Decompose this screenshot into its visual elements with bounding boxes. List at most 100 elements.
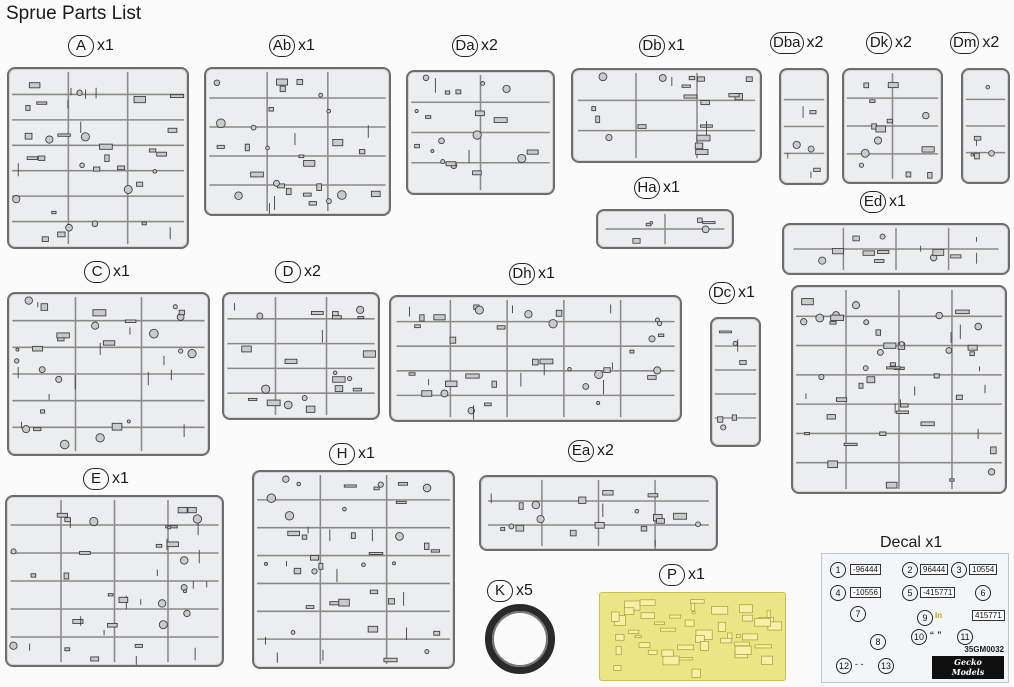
- etch-part: [661, 649, 674, 657]
- sprue-part: [658, 74, 667, 82]
- sprue-part: [149, 328, 159, 339]
- sprue-part: [594, 369, 604, 379]
- sprue-part: [517, 153, 527, 164]
- sprue-part: [126, 419, 131, 424]
- sprue-part: [180, 556, 189, 565]
- sprue-letter: Ed: [860, 191, 886, 213]
- sprue-part: [183, 589, 187, 594]
- etch-part: [742, 633, 758, 641]
- sprue-part: [166, 541, 179, 548]
- etch-part: [615, 645, 622, 656]
- sprue-part: [284, 358, 298, 365]
- sprue-part: [395, 500, 407, 504]
- etch-part: [691, 668, 701, 678]
- sprue-part: [40, 303, 49, 311]
- sprue-part: [167, 525, 172, 530]
- sprue-part: [683, 94, 698, 99]
- sprue-part: [25, 105, 31, 111]
- sprue-part: [167, 127, 178, 133]
- decal-number: 6: [975, 585, 991, 601]
- sprue-letter: Dba: [770, 32, 804, 54]
- sprue-letter: H: [329, 443, 355, 465]
- sprue-part: [273, 179, 280, 187]
- sprue-part: [889, 362, 896, 367]
- etch-part: [684, 619, 695, 627]
- sprue-qty: x1: [97, 37, 114, 54]
- etch-part: [690, 599, 705, 604]
- brand-line-1: Gecko: [954, 657, 982, 667]
- sprue-part: [285, 187, 292, 196]
- sprue-part: [444, 380, 458, 388]
- sprue-letter: D: [275, 261, 301, 283]
- sprue-part: [296, 481, 301, 487]
- rubber-ring-part: [485, 604, 555, 674]
- sprue-part: [178, 309, 186, 316]
- sprue-part: [673, 512, 688, 520]
- sprue-part: [883, 342, 897, 349]
- sprue-part: [826, 414, 836, 420]
- sprue-part: [502, 84, 511, 93]
- sprue-part: [178, 348, 184, 354]
- sprue-part: [815, 313, 825, 323]
- sprue-part: [474, 305, 484, 315]
- sprue-part: [591, 106, 597, 112]
- sprue-part: [905, 171, 912, 178]
- sprue-letter: Ea: [568, 440, 594, 462]
- sprue-part: [596, 400, 601, 405]
- etch-part: [647, 649, 658, 655]
- sprue-part: [172, 304, 178, 310]
- sprue-part: [804, 432, 810, 436]
- sprue-part: [287, 530, 300, 537]
- sprue-part: [318, 562, 324, 570]
- sprue-letter: Dc: [709, 282, 735, 304]
- sprue-part: [107, 593, 114, 597]
- sprue-part: [569, 529, 577, 537]
- sprue-part: [213, 79, 221, 87]
- sprue-part: [973, 135, 982, 141]
- sprue-qty: x1: [663, 179, 680, 196]
- sprue-runners: [209, 71, 386, 214]
- sprue-part: [72, 619, 84, 624]
- etch-part: [741, 614, 754, 622]
- sprue-part: [484, 402, 492, 407]
- decal-yellow-mark: In: [935, 611, 943, 620]
- sprue-part: [493, 117, 508, 123]
- sprue-part: [875, 125, 886, 133]
- sprue-part: [640, 525, 648, 532]
- sprue-qty: x2: [982, 34, 1000, 51]
- sprue-part: [290, 630, 296, 635]
- sprue-qty: x1: [688, 566, 705, 583]
- sprue-part: [813, 167, 821, 172]
- sprue-part: [305, 605, 315, 609]
- sprue-part: [801, 298, 814, 306]
- sprue-part: [326, 198, 332, 205]
- sprue-part: [301, 395, 308, 402]
- sprue-part: [531, 500, 541, 510]
- sprue-part: [244, 143, 250, 152]
- sprue-part: [91, 321, 100, 330]
- sprue-part: [656, 518, 665, 524]
- sprue-part: [508, 523, 515, 530]
- sprue-part: [64, 647, 71, 652]
- sprue-part: [370, 190, 381, 198]
- sprue-part: [318, 92, 324, 98]
- sprue-part: [107, 622, 118, 628]
- sprue-runners: [256, 474, 451, 665]
- sprue-runners: [12, 296, 205, 452]
- etch-part: [662, 655, 680, 666]
- sprue-qty: x1: [538, 265, 555, 282]
- sprue-part: [985, 84, 991, 90]
- sprue-part: [347, 376, 353, 382]
- sprue-part: [308, 201, 317, 206]
- etch-part: [669, 614, 682, 619]
- sprue-part: [99, 143, 113, 150]
- sprue-part: [472, 130, 482, 140]
- sprue-part: [37, 155, 46, 161]
